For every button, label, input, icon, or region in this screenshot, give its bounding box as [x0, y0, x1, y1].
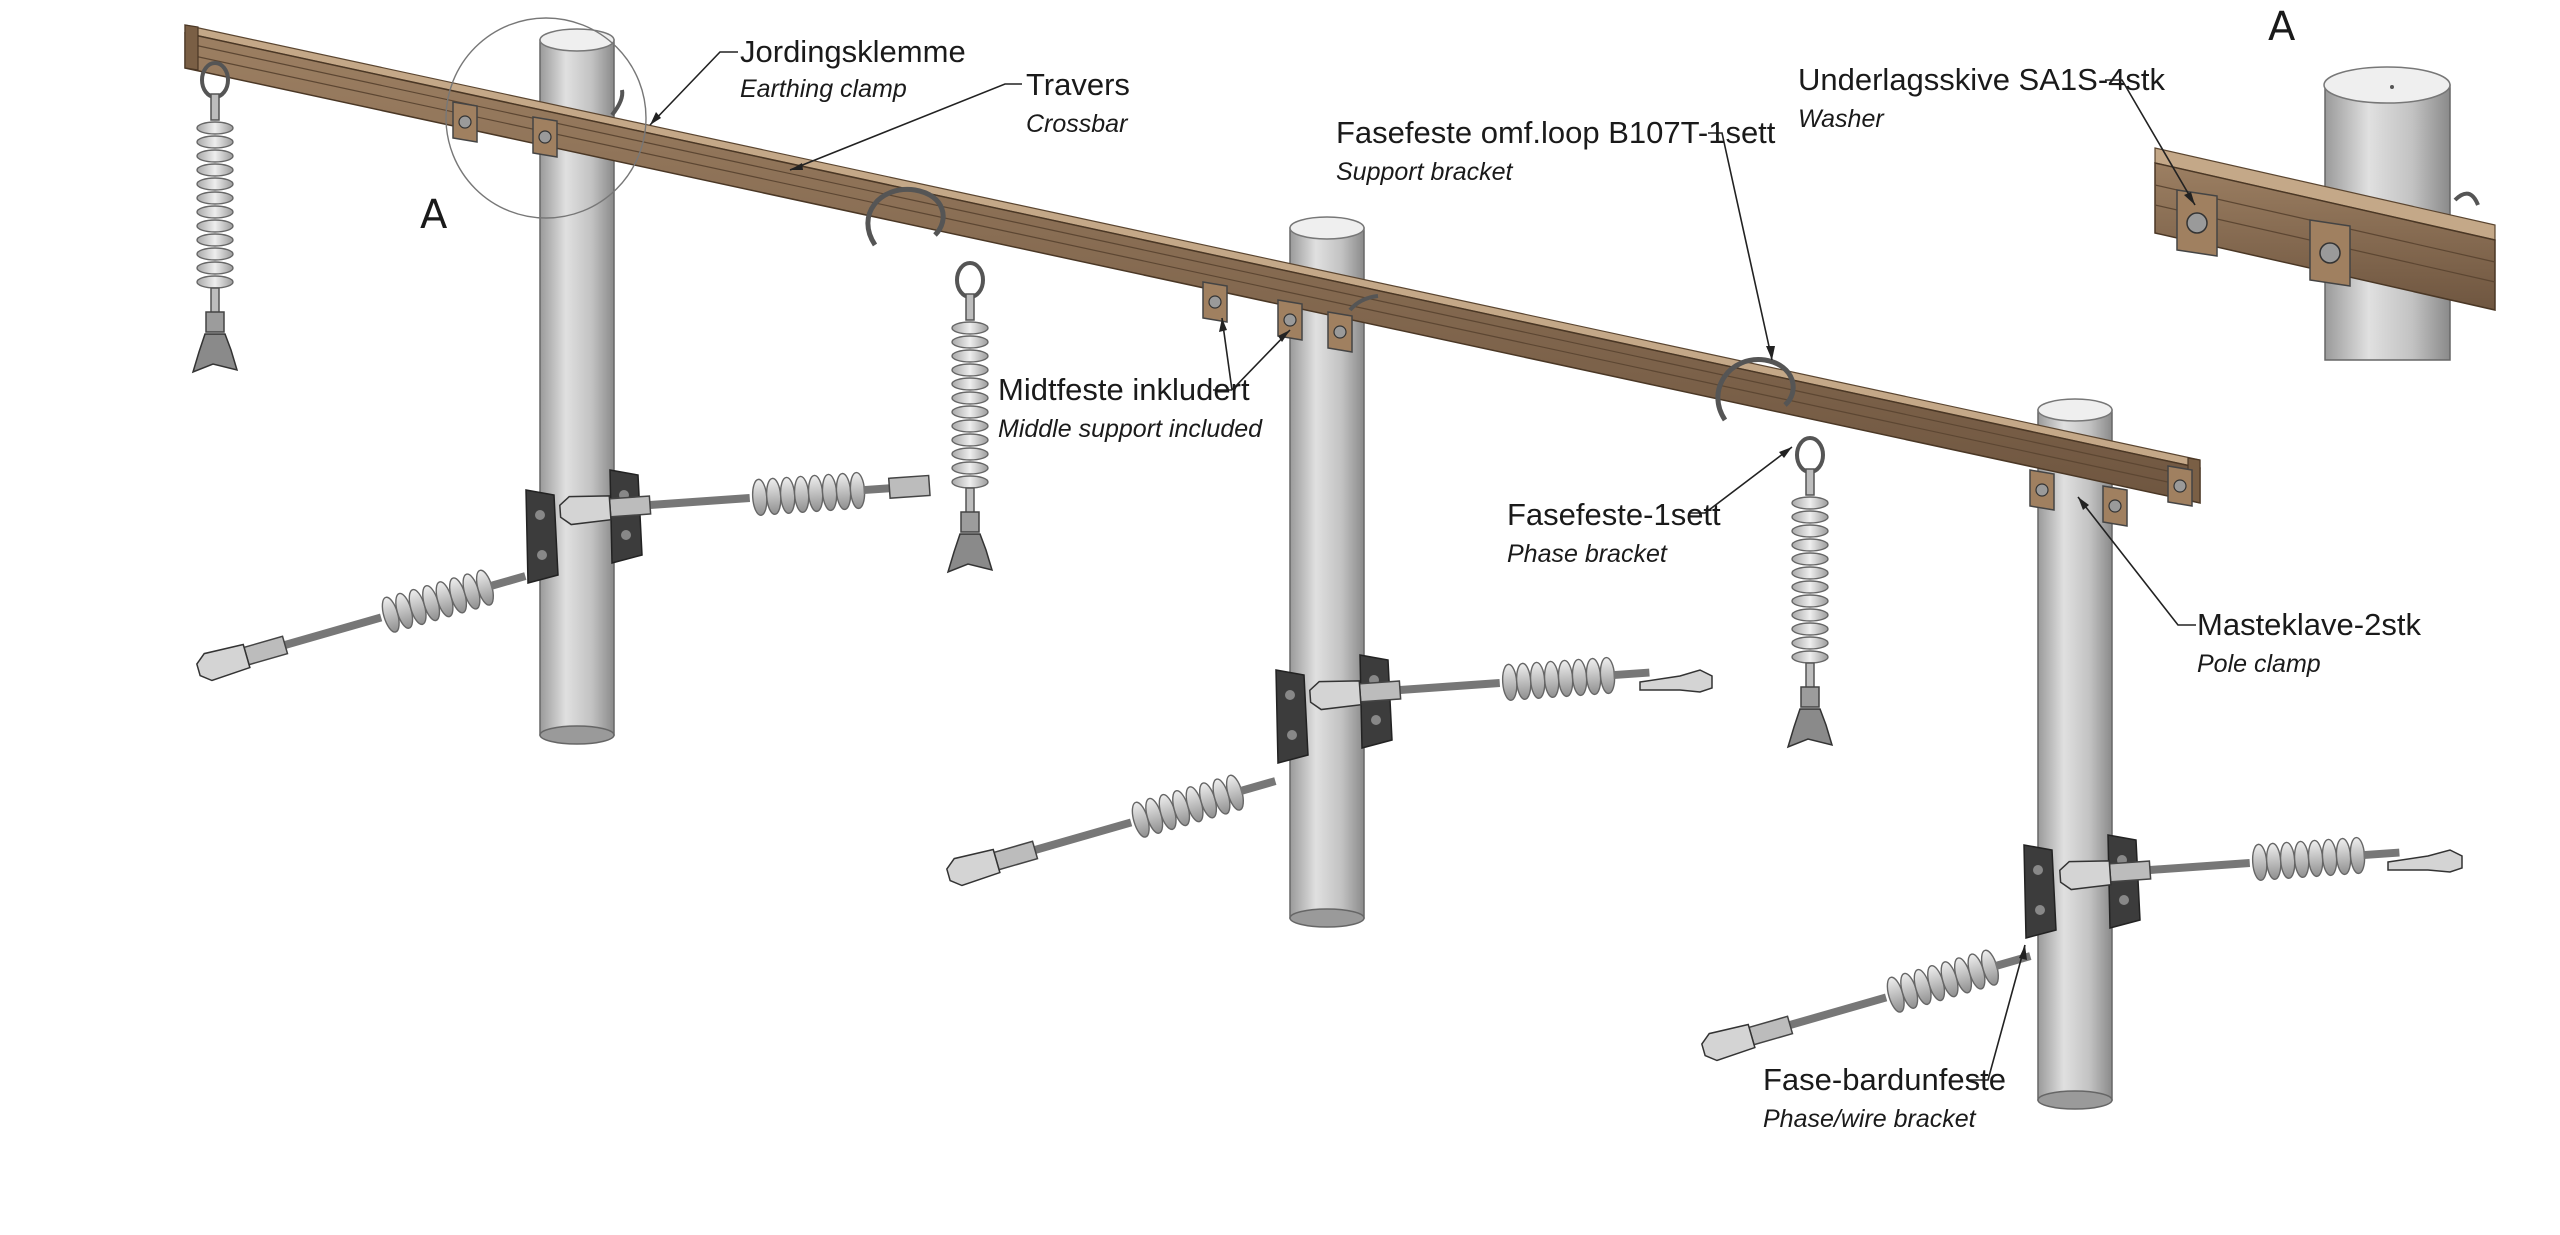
- crossbar-sublabel: Crossbar: [1026, 110, 1129, 138]
- detail-marker-label: A: [420, 192, 448, 238]
- label-earthing-clamp: Jordingsklemme Earthing clamp: [740, 34, 966, 103]
- phase-wire-bracket-sublabel: Phase/wire bracket: [1763, 1105, 1977, 1133]
- middle-support-sublabel: Middle support included: [998, 415, 1263, 443]
- label-crossbar: Travers Crossbar: [1026, 67, 1130, 138]
- support-bracket-label: Fasefeste omf.loop B107T-1sett: [1336, 115, 1776, 150]
- detail-circle: A: [420, 17, 647, 238]
- support-bracket-sublabel: Support bracket: [1336, 158, 1514, 186]
- pole-clamp-sublabel: Pole clamp: [2197, 650, 2321, 678]
- label-washer: Underlagsskive SA1S-4stk Washer: [1798, 62, 2165, 133]
- phase-wire-bracket-label: Fase-bardunfeste: [1763, 1062, 2006, 1097]
- label-phase-bracket: Fasefeste-1sett Phase bracket: [1507, 497, 1721, 568]
- detail-view-a: A: [2154, 4, 2496, 361]
- label-phase-wire-bracket: Fase-bardunfeste Phase/wire bracket: [1763, 1062, 2006, 1133]
- suspension-insulator-1: [191, 61, 239, 374]
- leader-lines: [649, 51, 2196, 1081]
- label-pole-clamp: Masteklave-2stk Pole clamp: [2197, 607, 2421, 678]
- suspension-insulator-3: [1786, 436, 1834, 749]
- earthing-clamp-label: Jordingsklemme: [740, 34, 966, 69]
- label-support-bracket: Fasefeste omf.loop B107T-1sett Support b…: [1336, 115, 1776, 186]
- crossbar-label: Travers: [1026, 67, 1130, 102]
- pole-left-strain-assembly: [194, 470, 931, 688]
- earthing-clamp-sublabel: Earthing clamp: [740, 75, 907, 103]
- washer-label: Underlagsskive SA1S-4stk: [1798, 62, 2165, 97]
- suspension-insulator-2: [946, 261, 994, 574]
- support-bracket-loops: [865, 186, 1796, 422]
- phase-bracket-label: Fasefeste-1sett: [1507, 497, 1721, 532]
- label-middle-support: Midtfeste inkludert Middle support inclu…: [998, 372, 1263, 443]
- middle-support-label: Midtfeste inkludert: [998, 372, 1250, 407]
- crossbar: [184, 24, 2201, 504]
- phase-bracket-sublabel: Phase bracket: [1507, 540, 1668, 568]
- detail-view-title: A: [2268, 4, 2296, 50]
- earthing-clamp-part: [610, 89, 1379, 312]
- pole-middle-strain-assembly: [944, 655, 1713, 893]
- pole-right-strain-assembly: [1699, 835, 2463, 1068]
- washer-sublabel: Washer: [1798, 105, 1885, 133]
- pole-clamp-label: Masteklave-2stk: [2197, 607, 2421, 642]
